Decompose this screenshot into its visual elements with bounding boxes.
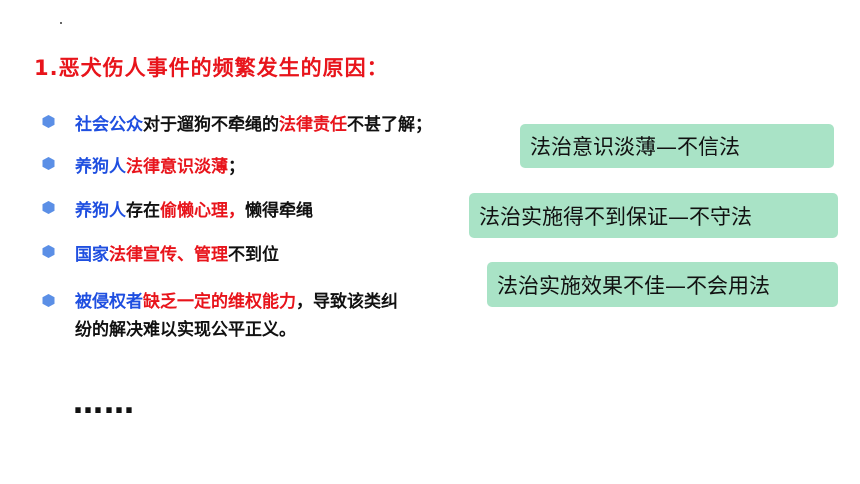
- bullet-text: 养狗人: [75, 201, 126, 221]
- callout-text: 法治实施效果不佳—不会用法: [497, 273, 770, 298]
- bullet-text: 存在: [126, 201, 160, 221]
- bullet-item-2: 养狗人法律意识淡薄；: [42, 152, 245, 177]
- bullet-text: 偷懒心理，: [160, 201, 245, 221]
- hexagon-bullet-icon: [42, 294, 55, 307]
- hexagon-bullet-icon: [42, 157, 55, 170]
- hexagon-bullet-icon: [42, 245, 55, 258]
- bullet-text: 被侵权者: [75, 292, 143, 312]
- bullet-item-4: 国家法律宣传、管理不到位: [42, 240, 279, 265]
- bullet-text: 社会公众: [75, 115, 143, 135]
- bullet-text: 养狗人: [75, 157, 126, 177]
- bullet-text: 法律意识淡薄: [126, 157, 228, 177]
- bullet-text: 缺乏一定的维权能力: [143, 292, 296, 312]
- callout-box: 法治实施得不到保证—不守法: [469, 193, 838, 238]
- callout-box: 法治实施效果不佳—不会用法: [487, 262, 838, 307]
- bullet-text: 懒得牵绳: [245, 201, 313, 221]
- bullet-item-5: 被侵权者缺乏一定的维权能力，导致该类纠 纷的解决难以实现公平正义。: [42, 287, 398, 340]
- bullet-item-3: 养狗人存在偷懒心理，懒得牵绳: [42, 196, 313, 221]
- ellipsis: ……: [73, 386, 135, 421]
- callout-text: 法治实施得不到保证—不守法: [479, 204, 752, 229]
- bullet-text: ；: [228, 157, 245, 177]
- bullet-text: 法律责任: [279, 115, 347, 135]
- bullet-text: 不甚了解；: [347, 115, 432, 135]
- bullet-text: 对于遛狗不牵绳的: [143, 115, 279, 135]
- bullet-text: 法律宣传、管理: [109, 245, 228, 265]
- corner-mark: [60, 22, 62, 24]
- hexagon-bullet-icon: [42, 201, 55, 214]
- callout-box: 法治意识淡薄—不信法: [520, 124, 834, 168]
- bullet-item-1: 社会公众对于遛狗不牵绳的法律责任不甚了解；: [42, 110, 432, 135]
- bullet-text: ，导致该类纠: [296, 292, 398, 312]
- slide-title: 1.恶犬伤人事件的频繁发生的原因：: [34, 56, 389, 80]
- hexagon-bullet-icon: [42, 115, 55, 128]
- bullet-line: 纷的解决难以实现公平正义。: [75, 320, 296, 340]
- bullet-text: 不到位: [228, 245, 279, 265]
- bullet-text: 国家: [75, 245, 109, 265]
- bullet-line: 被侵权者缺乏一定的维权能力，导致该类纠: [75, 287, 398, 312]
- callout-text: 法治意识淡薄—不信法: [530, 135, 740, 159]
